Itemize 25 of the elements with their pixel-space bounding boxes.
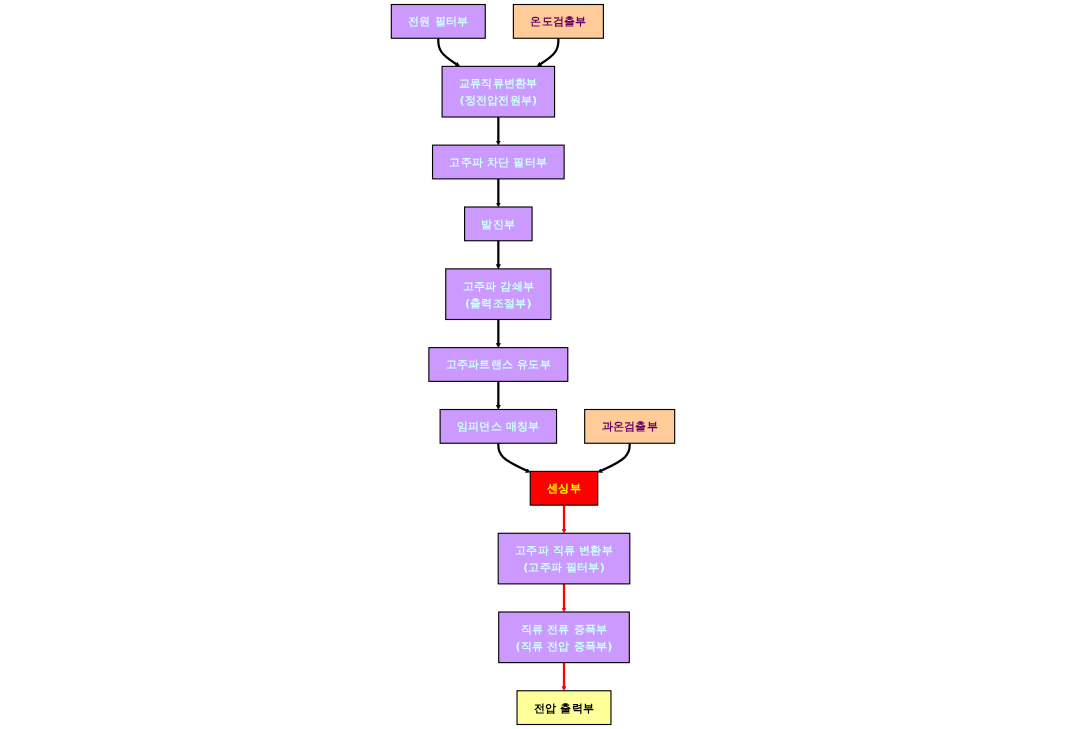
node-box: 전압 출력부: [516, 690, 612, 726]
arrow: [495, 240, 501, 270]
arrow: [561, 662, 567, 691]
arrow: [597, 443, 631, 473]
arrow: [497, 443, 531, 473]
node-box: 고주파 직류 변환부 (고주파 필터부): [497, 532, 631, 585]
node-box: 교류직류변환부 (정전압전원부): [441, 65, 556, 118]
node-box: 고주파트랜스 유도부: [428, 347, 569, 382]
node-box: 발진부: [464, 206, 533, 242]
node-box: 전원 필터부: [390, 3, 486, 39]
node-box: 과온검출부: [584, 408, 676, 444]
node-box: 직류 전류 증폭부 (직류 전압 증폭부): [498, 611, 630, 664]
arrow: [495, 381, 501, 410]
arrow: [536, 38, 560, 67]
arrow: [561, 583, 567, 613]
node-box: 임피던스 매칭부: [439, 408, 558, 444]
arrow: [495, 319, 501, 348]
arrow: [495, 178, 501, 208]
node-box: 고주파 감쇄부 (출력조절부): [445, 268, 552, 321]
node-box: 고주파 차단 필터부: [431, 144, 565, 180]
arrow: [561, 505, 567, 534]
node-box: 온도검출부: [512, 3, 604, 39]
node-box: 센싱부: [529, 470, 599, 506]
arrow: [495, 117, 501, 146]
arrow: [437, 38, 460, 67]
